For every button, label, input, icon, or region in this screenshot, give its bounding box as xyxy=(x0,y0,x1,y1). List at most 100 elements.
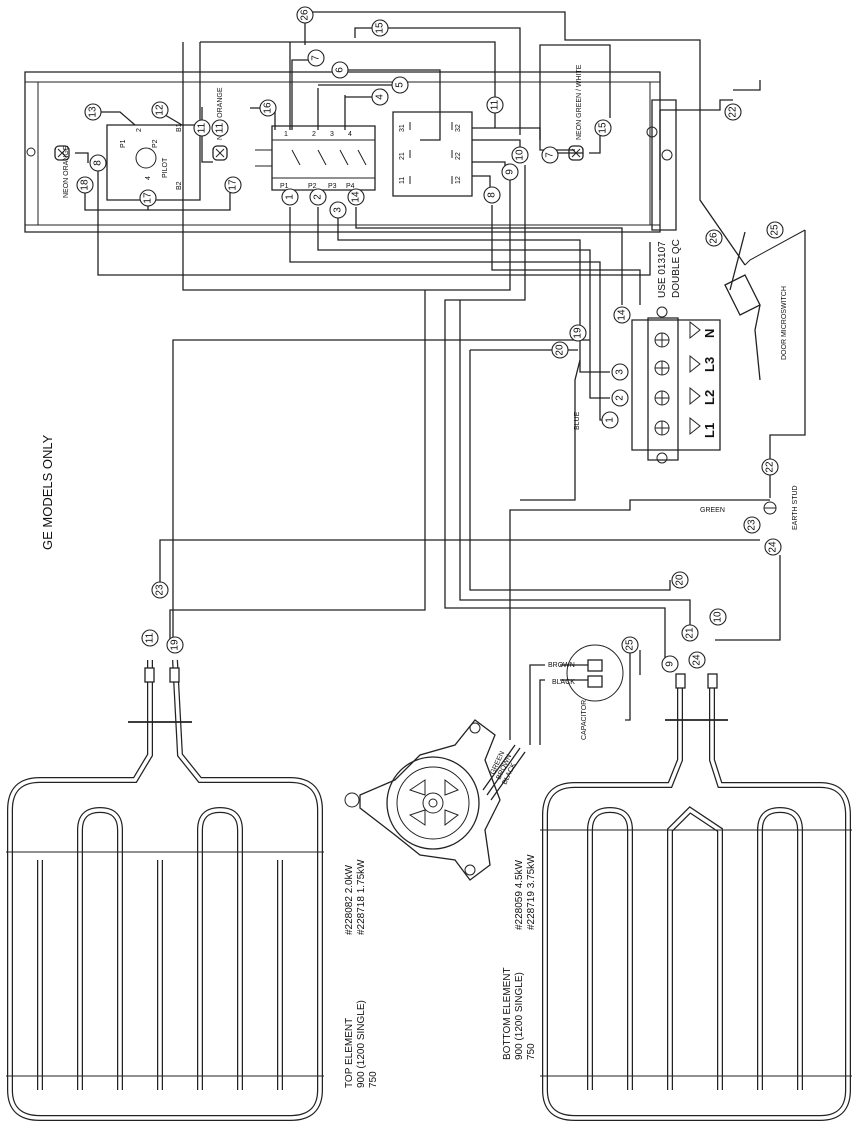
wire-label-1: 1 xyxy=(601,411,619,429)
svg-text:2: 2 xyxy=(615,395,626,401)
svg-text:EARTH STUD: EARTH STUD xyxy=(792,485,799,530)
svg-text:5: 5 xyxy=(395,82,406,88)
wire-label-24: 24 xyxy=(764,538,782,556)
svg-text:NEON ORANGE: NEON ORANGE xyxy=(63,145,70,198)
svg-text:NEON GREEN / WHITE: NEON GREEN / WHITE xyxy=(576,64,583,140)
svg-text:8: 8 xyxy=(93,160,104,166)
svg-text:3: 3 xyxy=(615,369,626,375)
svg-text:11: 11 xyxy=(399,177,406,184)
wire-label-12: 12 xyxy=(151,101,169,119)
svg-text:DOOR MICROSWITCH: DOOR MICROSWITCH xyxy=(781,286,788,360)
svg-text:CAPACITOR: CAPACITOR xyxy=(581,700,588,740)
svg-text:BLACK: BLACK xyxy=(552,679,575,686)
selector-switch: 1 2 3 4 P1 P2 P3 P4 xyxy=(255,125,376,191)
terminal-note-2: DOUBLE QC xyxy=(671,239,682,298)
bottom-element-title: BOTTOM ELEMENT xyxy=(502,967,513,1060)
svg-text:22: 22 xyxy=(455,152,462,160)
svg-text:P1: P1 xyxy=(280,183,289,190)
svg-text:23: 23 xyxy=(747,519,758,531)
svg-text:4: 4 xyxy=(348,131,352,138)
wire-label-17: 17 xyxy=(139,189,157,207)
wire-label-14: 14 xyxy=(347,188,365,206)
svg-text:3: 3 xyxy=(333,207,344,213)
wire-label-15: 15 xyxy=(371,19,389,37)
svg-text:12: 12 xyxy=(455,176,462,184)
wire-label-20: 20 xyxy=(551,341,569,359)
bottom-element-part2: #228719 3.75kW xyxy=(526,854,537,930)
wire-label-17: 17 xyxy=(224,176,242,194)
wire-label-1: 1 xyxy=(281,188,299,206)
svg-text:21: 21 xyxy=(685,627,696,639)
svg-text:2: 2 xyxy=(136,128,143,132)
wire-label-26: 26 xyxy=(705,229,723,247)
wire-label-8: 8 xyxy=(483,186,501,204)
svg-text:13: 13 xyxy=(88,106,99,118)
wire-label-18: 18 xyxy=(76,176,94,194)
wire-label-23: 23 xyxy=(151,581,169,599)
svg-text:11: 11 xyxy=(197,122,208,133)
svg-text:24: 24 xyxy=(692,654,703,666)
svg-text:P4: P4 xyxy=(346,183,355,190)
svg-text:PILOT: PILOT xyxy=(162,157,169,178)
svg-text:8: 8 xyxy=(487,192,498,198)
svg-text:18: 18 xyxy=(80,179,91,191)
svg-text:19: 19 xyxy=(170,639,181,651)
svg-text:NEON ORANGE: NEON ORANGE xyxy=(217,87,224,140)
svg-text:15: 15 xyxy=(375,22,386,34)
svg-text:22: 22 xyxy=(765,461,776,473)
wire-label-20: 20 xyxy=(671,571,689,589)
wire-label-8: 8 xyxy=(89,154,107,172)
neon-lamp-left: NEON ORANGE xyxy=(54,145,70,198)
svg-text:4: 4 xyxy=(145,176,152,180)
svg-text:9: 9 xyxy=(505,169,516,175)
top-element-part2: #228718 1.75kW xyxy=(356,859,367,935)
terminal-note-1: USE 013107 xyxy=(657,241,668,298)
svg-text:14: 14 xyxy=(351,191,362,203)
door-microswitch: DOOR MICROSWITCH xyxy=(724,229,806,360)
svg-text:17: 17 xyxy=(143,192,154,204)
wire-label-19: 19 xyxy=(166,636,184,654)
svg-text:31: 31 xyxy=(399,124,406,132)
svg-text:10: 10 xyxy=(713,611,724,623)
wire-label-4: 4 xyxy=(371,88,389,106)
svg-text:P1: P1 xyxy=(120,139,127,148)
top-element-line2: 900 (1200 SINGLE) xyxy=(356,1000,367,1088)
svg-text:32: 32 xyxy=(455,124,462,132)
wire-label-11: 11 xyxy=(211,119,229,137)
wire-label-25: 25 xyxy=(766,221,784,239)
svg-text:25: 25 xyxy=(625,639,636,651)
svg-text:11: 11 xyxy=(145,632,156,643)
svg-text:16: 16 xyxy=(263,102,274,114)
wire-label-7: 7 xyxy=(307,49,325,67)
svg-text:20: 20 xyxy=(675,574,686,586)
svg-text:P3: P3 xyxy=(328,183,337,190)
svg-text:24: 24 xyxy=(768,541,779,553)
svg-text:2: 2 xyxy=(312,131,316,138)
wire-label-6: 6 xyxy=(331,61,349,79)
svg-text:21: 21 xyxy=(399,152,406,160)
bottom-element-part1: #228059 4.5kW xyxy=(514,859,525,930)
svg-text:26: 26 xyxy=(709,232,720,244)
wire-label-2: 2 xyxy=(309,188,327,206)
wire-label-3: 3 xyxy=(329,201,347,219)
neon-lamp-right: NEON GREEN / WHITE xyxy=(568,64,584,161)
capacitor: BROWN BLACK CAPACITOR xyxy=(548,644,624,740)
svg-text:L3: L3 xyxy=(702,357,717,372)
svg-text:B2: B2 xyxy=(176,181,183,190)
wire-label-13: 13 xyxy=(84,103,102,121)
svg-text:L2: L2 xyxy=(702,390,717,405)
wire-label-10: 10 xyxy=(709,608,727,626)
wire-label-19: 19 xyxy=(569,324,587,342)
svg-text:1: 1 xyxy=(605,417,616,423)
page-title: GE MODELS ONLY xyxy=(40,434,55,550)
top-element xyxy=(6,659,324,1121)
svg-text:10: 10 xyxy=(515,149,526,161)
earth-stud: EARTH STUD xyxy=(763,485,799,530)
neon-lamp-center: NEON ORANGE xyxy=(212,87,228,161)
control-panel xyxy=(24,71,677,233)
svg-text:19: 19 xyxy=(573,327,584,339)
wire-label-14: 14 xyxy=(613,306,631,324)
wire-label-26: 26 xyxy=(296,6,314,24)
svg-text:6: 6 xyxy=(335,67,346,73)
